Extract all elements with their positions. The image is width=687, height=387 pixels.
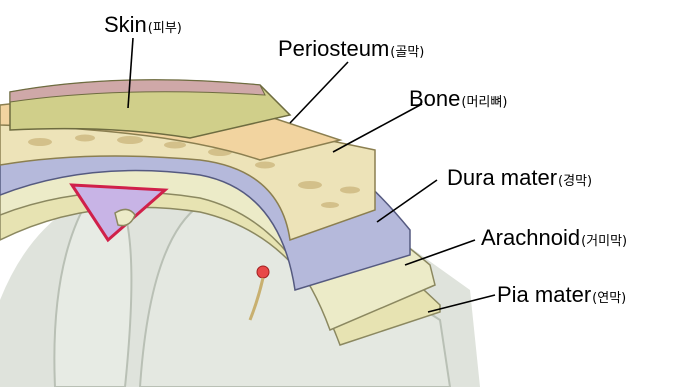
label-bone-ko: (머리뼈) bbox=[461, 95, 507, 110]
blood-vessel bbox=[257, 266, 269, 278]
leader-bone bbox=[333, 104, 422, 152]
label-dura-ko: (경막) bbox=[558, 174, 592, 189]
label-periosteum-en: Periosteum bbox=[278, 36, 389, 61]
label-bone-en: Bone bbox=[409, 86, 460, 111]
label-skin-en: Skin bbox=[104, 12, 147, 37]
label-skin-ko: (피부) bbox=[148, 21, 182, 36]
leader-periosteum bbox=[290, 62, 348, 123]
label-arachnoid-en: Arachnoid bbox=[481, 225, 580, 250]
label-skin: Skin(피부) bbox=[104, 14, 182, 36]
label-pia-en: Pia mater bbox=[497, 282, 591, 307]
label-pia-mater: Pia mater(연막) bbox=[497, 284, 626, 306]
label-arachnoid-ko: (거미막) bbox=[581, 234, 627, 249]
label-dura-en: Dura mater bbox=[447, 165, 557, 190]
label-periosteum: Periosteum(골막) bbox=[278, 38, 424, 60]
label-arachnoid: Arachnoid(거미막) bbox=[481, 227, 627, 249]
leader-dura bbox=[377, 180, 437, 222]
label-bone: Bone(머리뼈) bbox=[409, 88, 507, 110]
label-pia-ko: (연막) bbox=[592, 291, 626, 306]
label-periosteum-ko: (골막) bbox=[390, 45, 424, 60]
label-dura-mater: Dura mater(경막) bbox=[447, 167, 592, 189]
